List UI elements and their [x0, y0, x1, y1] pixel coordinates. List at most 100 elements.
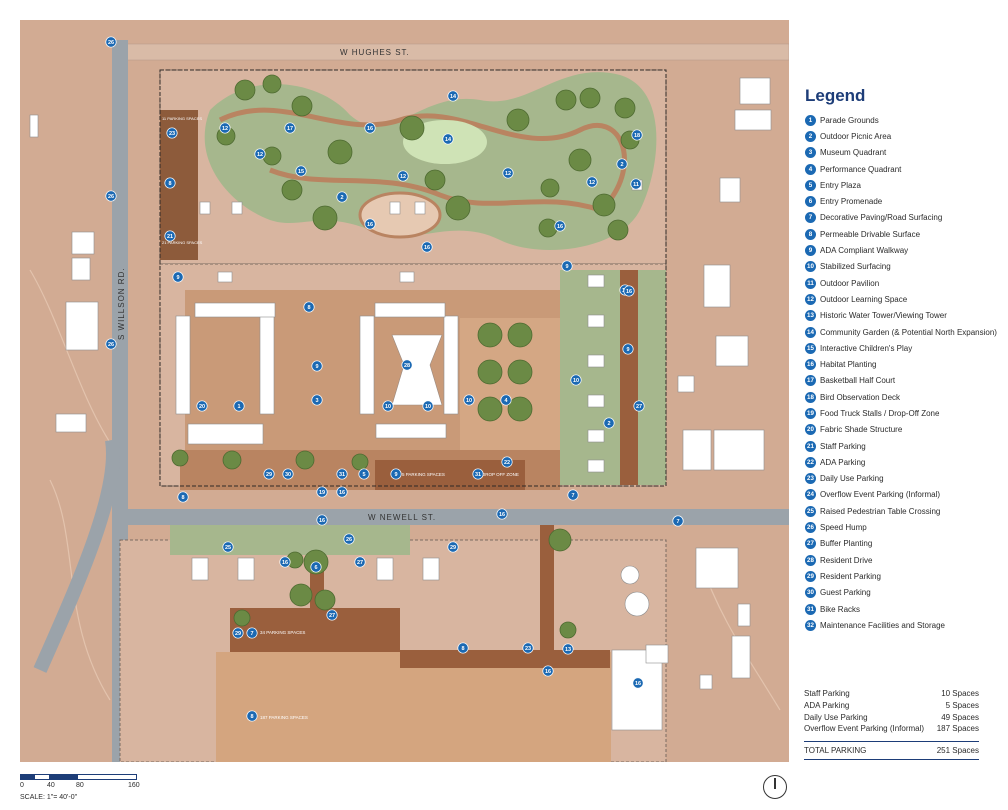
map-marker: 14 — [447, 90, 459, 102]
map-marker-number: 6 — [314, 565, 317, 571]
map-marker-number: 15 — [298, 169, 304, 175]
map-marker: 11 — [630, 178, 642, 190]
map-marker: 7 — [567, 489, 579, 501]
map-marker-number: 14 — [450, 94, 457, 100]
parking-row-value: 187 Spaces — [936, 724, 979, 734]
legend-number-badge: 30 — [805, 587, 816, 599]
map-marker-number: 8 — [181, 495, 184, 501]
legend-item-label: Overflow Event Parking (Informal) — [820, 490, 941, 500]
legend-item: 7 Decorative Paving/Road Surfacing — [805, 210, 1001, 226]
legend-item-label: Parade Grounds — [820, 115, 879, 125]
map-marker-number: 25 — [225, 545, 231, 551]
map-marker: 8 — [246, 710, 258, 722]
map-label-dropoff: DROP OFF ZONE — [482, 472, 519, 477]
map-label-staff-parking-a: 11 PARKING SPACES — [162, 116, 202, 121]
legend-number-badge: 22 — [805, 456, 816, 468]
legend-number-badge: 20 — [805, 424, 816, 436]
legend-item-label: Performance Quadrant — [820, 164, 902, 174]
map-marker-number: 29 — [450, 545, 456, 551]
legend-number-badge: 29 — [805, 570, 816, 582]
legend-item-label: Bird Observation Deck — [820, 392, 901, 402]
map-marker-number: 18 — [634, 133, 640, 139]
map-marker-number: 8 — [307, 305, 310, 311]
map-marker: 28 — [401, 359, 413, 371]
legend-number-badge: 19 — [805, 407, 816, 419]
scale-tick-160: 160 — [128, 782, 140, 789]
map-marker: 10 — [382, 400, 394, 412]
map-marker: 12 — [397, 170, 409, 182]
legend-item: 25 Raised Pedestrian Table Crossing — [805, 503, 1001, 519]
street-label-willson: S WILLSON RD. — [117, 267, 126, 340]
map-marker-number: 7 — [250, 631, 253, 637]
map-marker-number: 2 — [620, 162, 623, 168]
map-marker: 30 — [282, 468, 294, 480]
map-marker: 5 — [358, 468, 370, 480]
map-marker-number: 16 — [339, 490, 345, 496]
legend-item-label: Museum Quadrant — [820, 148, 887, 158]
map-marker-number: 10 — [466, 398, 472, 404]
legend-number-badge: 1 — [805, 114, 816, 126]
map-marker: 26 — [105, 36, 117, 48]
map-marker-number: 1 — [237, 404, 240, 410]
legend-number-badge: 18 — [805, 391, 816, 403]
legend-number-badge: 4 — [805, 163, 816, 175]
legend-item: 4 Performance Quadrant — [805, 161, 1001, 177]
scale-tick-0: 0 — [20, 782, 24, 789]
map-marker: 21 — [164, 230, 176, 242]
street-label-hughes: W HUGHES ST. — [340, 48, 410, 57]
map-marker: 26 — [105, 338, 117, 350]
legend-number-badge: 7 — [805, 212, 816, 224]
parking-total-label: TOTAL PARKING — [804, 746, 867, 756]
map-marker: 6 — [310, 561, 322, 573]
legend-number-badge: 25 — [805, 505, 816, 517]
legend-item-label: Permeable Drivable Surface — [820, 229, 921, 239]
map-marker-number: 28 — [404, 363, 410, 369]
legend-number-badge: 21 — [805, 440, 816, 452]
map-marker: 3 — [311, 394, 323, 406]
map-marker: 31 — [472, 468, 484, 480]
map-marker-number: 16 — [424, 245, 430, 251]
legend-number-badge: 26 — [805, 522, 816, 534]
map-marker: 12 — [219, 122, 231, 134]
map-marker-number: 29 — [266, 472, 272, 478]
map-marker: 8 — [177, 491, 189, 503]
map-marker: 2 — [616, 158, 628, 170]
map-marker-number: 2 — [607, 421, 610, 427]
map-marker: 26 — [343, 533, 355, 545]
map-marker: 29 — [232, 627, 244, 639]
legend-item-label: Outdoor Learning Space — [820, 294, 908, 304]
legend-item-label: Decorative Paving/Road Surfacing — [820, 213, 943, 223]
parking-row-label: Overflow Event Parking (Informal) — [804, 724, 925, 734]
map-marker: 10 — [570, 374, 582, 386]
legend-item-label: Raised Pedestrian Table Crossing — [820, 506, 941, 516]
legend-item-label: Buffer Planting — [820, 539, 873, 549]
map-marker: 27 — [354, 556, 366, 568]
map-marker-number: 12 — [505, 171, 511, 177]
map-marker: 9 — [172, 271, 184, 283]
map-marker-number: 7 — [571, 493, 574, 499]
legend-item-label: Entry Plaza — [820, 180, 861, 190]
legend-number-badge: 17 — [805, 375, 816, 387]
map-marker: 17 — [284, 122, 296, 134]
map-marker: 18 — [631, 129, 643, 141]
legend-title: Legend — [805, 86, 866, 105]
legend-number-badge: 15 — [805, 342, 816, 354]
map-marker-number: 31 — [475, 472, 481, 478]
